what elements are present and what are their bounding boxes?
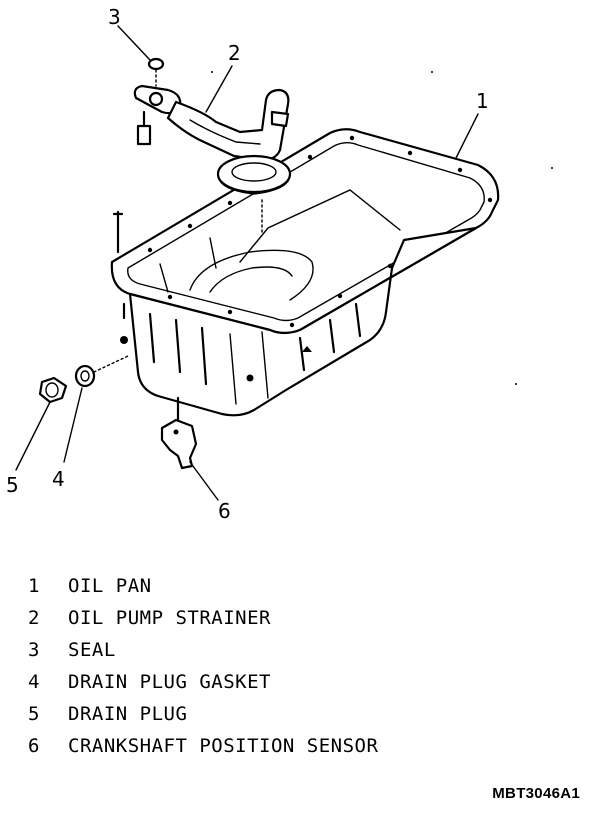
drain-plug-gasket <box>74 364 96 388</box>
legend-item: 1 OIL PAN <box>28 570 378 602</box>
legend-item: 5 DRAIN PLUG <box>28 698 378 730</box>
callout-3: 3 <box>108 5 121 29</box>
callout-1: 1 <box>476 89 489 113</box>
callout-2: 2 <box>228 41 241 65</box>
callout-5: 5 <box>6 473 19 497</box>
legend-item: 6 CRANKSHAFT POSITION SENSOR <box>28 730 378 762</box>
legend-number: 5 <box>28 703 40 725</box>
legend-label: CRANKSHAFT POSITION SENSOR <box>68 735 379 757</box>
oil-pump-strainer <box>133 84 292 195</box>
seal <box>147 57 165 71</box>
legend-label: DRAIN PLUG <box>68 703 188 725</box>
legend-number: 4 <box>28 671 40 693</box>
legend-number: 1 <box>28 575 40 597</box>
legend-item: 3 SEAL <box>28 634 378 666</box>
legend-item: 2 OIL PUMP STRAINER <box>28 602 378 634</box>
legend-label: OIL PAN <box>68 575 152 597</box>
reference-code: MBT3046A1 <box>492 785 580 802</box>
oil-pan <box>110 128 500 417</box>
legend-number: 3 <box>28 639 40 661</box>
drain-plug <box>38 376 68 404</box>
callout-4: 4 <box>52 467 65 491</box>
callout-6: 6 <box>218 499 231 523</box>
legend-number: 6 <box>28 735 40 757</box>
crankshaft-position-sensor <box>160 396 198 470</box>
legend-label: OIL PUMP STRAINER <box>68 607 271 629</box>
callout-leaders <box>15 25 479 501</box>
legend-label: DRAIN PLUG GASKET <box>68 671 271 693</box>
legend-item: 4 DRAIN PLUG GASKET <box>28 666 378 698</box>
legend-label: SEAL <box>68 639 116 661</box>
oil-pan-exploded-diagram: 1 2 3 4 5 6 <box>6 5 553 523</box>
legend-number: 2 <box>28 607 40 629</box>
